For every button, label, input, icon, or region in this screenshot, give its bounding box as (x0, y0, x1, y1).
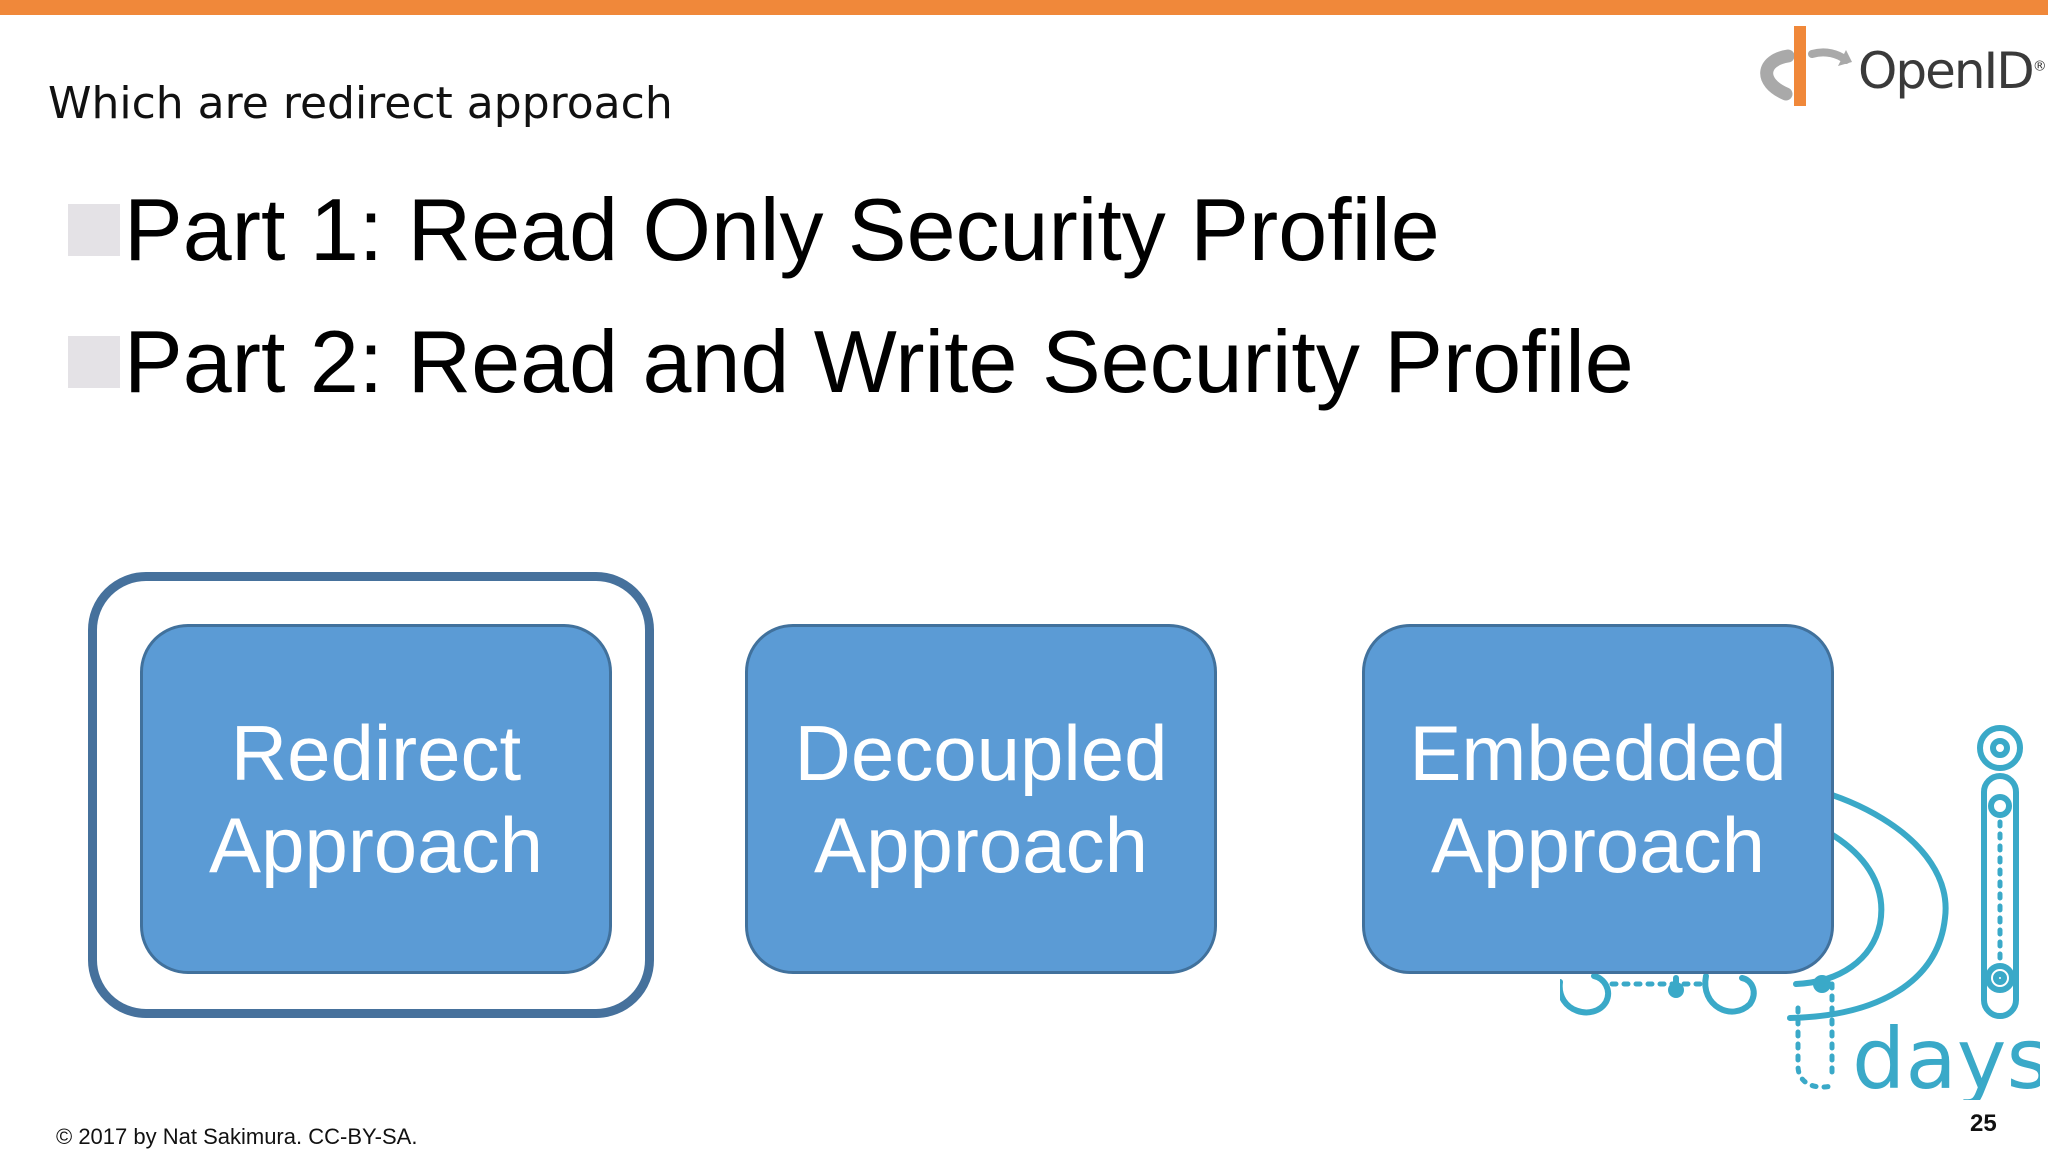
days-wordmark: days (1852, 1010, 2040, 1100)
redirect-approach-box: Redirect Approach (140, 624, 612, 974)
approach-label-line1: Redirect (230, 709, 522, 797)
id-days-illustration-icon: days (1560, 725, 2040, 1100)
approach-label-line2: Approach (1431, 801, 1765, 889)
bullet-text: Part 1: Read Only Security Profile (124, 180, 1440, 279)
page-number: 25 (1970, 1110, 1997, 1137)
logo-name: OpenID (1858, 42, 2035, 100)
embedded-approach-box: Embedded Approach (1362, 624, 1834, 974)
approach-label-line1: Embedded (1409, 709, 1787, 797)
slide-title: Which are redirect approach (48, 78, 673, 129)
bullet-text: Part 2: Read and Write Security Profile (124, 312, 1634, 411)
bullet-item: Part 1: Read Only Security Profile (68, 180, 1440, 280)
openid-logo-icon (1760, 26, 1852, 106)
openid-logo: OpenID® (1750, 20, 2047, 110)
logo-registered-mark: ® (2032, 58, 2047, 75)
bullet-marker-icon (68, 204, 120, 256)
footer-copyright: © 2017 by Nat Sakimura. CC-BY-SA. (56, 1124, 418, 1149)
bullet-marker-icon (68, 336, 120, 388)
approach-label-line2: Approach (814, 801, 1148, 889)
bullet-item: Part 2: Read and Write Security Profile (68, 312, 1634, 412)
top-accent-bar (0, 0, 2048, 15)
approach-label-line2: Approach (209, 801, 543, 889)
approach-label-line1: Decoupled (794, 709, 1168, 797)
decoupled-approach-box: Decoupled Approach (745, 624, 1217, 974)
